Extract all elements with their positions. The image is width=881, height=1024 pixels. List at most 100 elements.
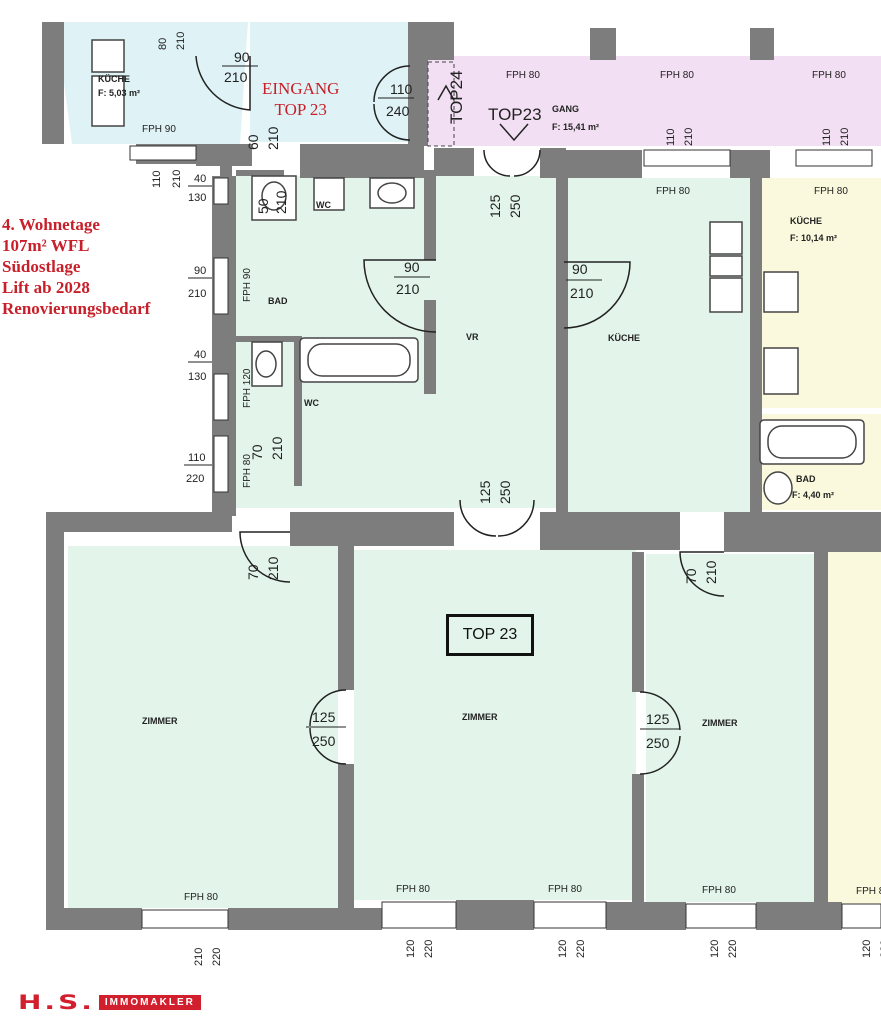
room-name: BAD — [268, 296, 288, 306]
fixtures — [91, 39, 865, 505]
room-name: KÜCHE — [98, 74, 130, 84]
entrance-line: EINGANG — [262, 79, 340, 98]
room-area: F: 4,40 m² — [792, 490, 834, 500]
svg-text:210: 210 — [175, 32, 187, 50]
fph-label: FPH 90 — [142, 124, 176, 135]
info-line: Renovierungsbedarf — [2, 299, 151, 318]
logo-mark: H.S. — [18, 990, 95, 1015]
entrance-label: EINGANG TOP 23 — [262, 78, 339, 120]
svg-text:220: 220 — [575, 940, 587, 958]
svg-text:220: 220 — [879, 940, 881, 958]
fph-label: FPH 80 — [184, 892, 218, 903]
unit-label: TOP 23 — [446, 614, 534, 656]
arrow-up-icon — [437, 84, 455, 101]
svg-text:210: 210 — [683, 128, 695, 146]
top23-small-label: TOP23 — [488, 105, 542, 124]
room-area: F: 15,41 m² — [552, 122, 599, 132]
svg-text:120: 120 — [405, 940, 417, 958]
room-middle-area — [354, 550, 636, 900]
svg-text:210: 210 — [265, 126, 281, 150]
fph-label: FPH 80 — [856, 886, 881, 897]
svg-text:80: 80 — [157, 38, 169, 50]
svg-text:130: 130 — [188, 371, 206, 383]
fph-label: FPH 90 — [242, 268, 253, 302]
gang-area — [428, 56, 881, 146]
info-line: 107m² WFL — [2, 236, 90, 255]
svg-text:210: 210 — [396, 281, 420, 297]
svg-text:125: 125 — [312, 709, 336, 725]
svg-text:210: 210 — [265, 556, 281, 580]
svg-text:110: 110 — [665, 128, 677, 146]
svg-text:210: 210 — [193, 948, 205, 966]
fph-labels: FPH 90 FPH 80 FPH 80 FPH 80 FPH 80 FPH 8… — [142, 70, 881, 903]
svg-text:210: 210 — [269, 436, 285, 460]
info-line: Lift ab 2028 — [2, 278, 90, 297]
fph-label: FPH 80 — [548, 884, 582, 895]
svg-text:90: 90 — [194, 265, 206, 277]
fph-label: FPH 80 — [506, 70, 540, 81]
svg-text:90: 90 — [234, 49, 250, 65]
svg-text:210: 210 — [703, 560, 719, 584]
svg-text:70: 70 — [245, 564, 261, 580]
room-name: ZIMMER — [142, 716, 178, 726]
fph-label: FPH 80 — [660, 70, 694, 81]
listing-info: 4. Wohnetage 107m² WFL Südostlage Lift a… — [2, 214, 150, 319]
arrow-down-icon — [499, 123, 529, 142]
svg-text:210: 210 — [273, 190, 289, 214]
svg-text:70: 70 — [683, 568, 699, 584]
windows — [129, 145, 881, 929]
top24-box — [427, 61, 455, 147]
svg-text:210: 210 — [224, 69, 248, 85]
fph-label: FPH 80 — [814, 186, 848, 197]
fph-label: FPH 80 — [396, 884, 430, 895]
entrance-line: TOP 23 — [274, 100, 327, 119]
fph-label: FPH 80 — [702, 885, 736, 896]
company-logo: H.S. IMMOMAKLER — [18, 986, 201, 1019]
top24-label: TOP24 — [447, 70, 466, 124]
svg-text:240: 240 — [386, 103, 410, 119]
info-line: 4. Wohnetage — [2, 215, 100, 234]
room-area: F: 10,14 m² — [790, 233, 837, 243]
svg-text:220: 220 — [186, 473, 204, 485]
svg-text:40: 40 — [194, 173, 206, 185]
doors — [195, 55, 725, 775]
room-left-area — [68, 546, 338, 908]
fph-label: FPH 80 — [242, 454, 253, 488]
svg-text:60: 60 — [245, 134, 261, 150]
info-line: Südostlage — [2, 257, 81, 276]
svg-text:125: 125 — [487, 194, 503, 218]
svg-text:250: 250 — [507, 194, 523, 218]
svg-text:120: 120 — [557, 940, 569, 958]
room-labels: KÜCHE F: 5,03 m² GANG F: 15,41 m² KÜCHE … — [98, 74, 837, 728]
entry-area — [250, 22, 410, 142]
svg-text:210: 210 — [188, 288, 206, 300]
room-name: WC — [316, 200, 331, 210]
room-name: GANG — [552, 104, 579, 114]
svg-text:250: 250 — [646, 735, 670, 751]
room-area: F: 5,03 m² — [98, 88, 140, 98]
svg-text:50: 50 — [255, 198, 271, 214]
svg-text:110: 110 — [151, 170, 163, 188]
svg-text:125: 125 — [646, 711, 670, 727]
svg-text:110: 110 — [390, 81, 413, 97]
room-name: ZIMMER — [702, 718, 738, 728]
svg-text:210: 210 — [570, 285, 594, 301]
svg-text:90: 90 — [404, 259, 420, 275]
window-dim: 110 210 — [665, 128, 695, 146]
neighbour-room-right — [828, 552, 881, 907]
